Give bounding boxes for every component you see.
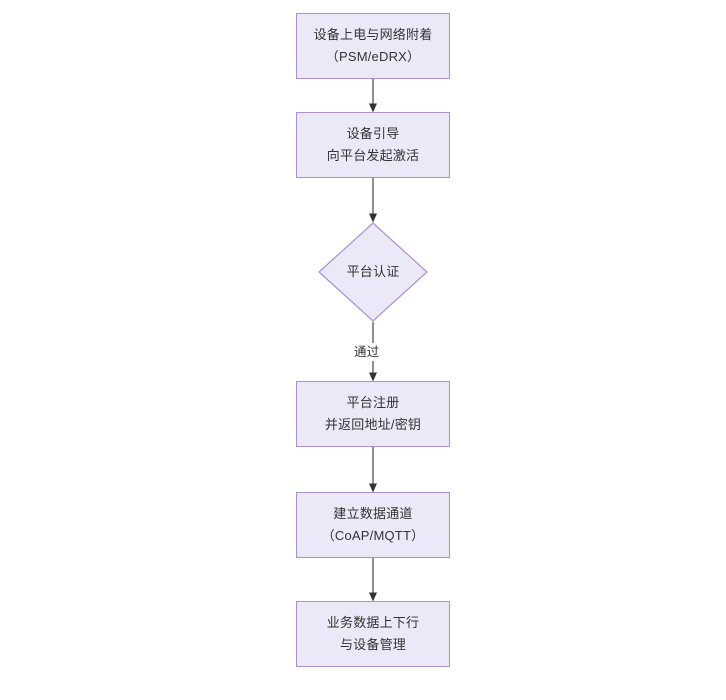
node-platform-auth-label: 平台认证 — [346, 264, 400, 279]
edge-label-pass: 通过 — [351, 343, 383, 361]
node-platform-auth-decision[interactable]: 平台认证 — [318, 222, 428, 322]
node-establish-data-channel[interactable]: 建立数据通道 （CoAP/MQTT） — [296, 492, 450, 558]
node-business-data-and-device-mgmt[interactable]: 业务数据上下行 与设备管理 — [296, 601, 450, 667]
node-device-bootstrap[interactable]: 设备引导 向平台发起激活 — [296, 112, 450, 178]
node-device-power-on[interactable]: 设备上电与网络附着 （PSM/eDRX） — [296, 13, 450, 79]
node-platform-register[interactable]: 平台注册 并返回地址/密钥 — [296, 381, 450, 447]
diamond-shape — [318, 222, 428, 322]
